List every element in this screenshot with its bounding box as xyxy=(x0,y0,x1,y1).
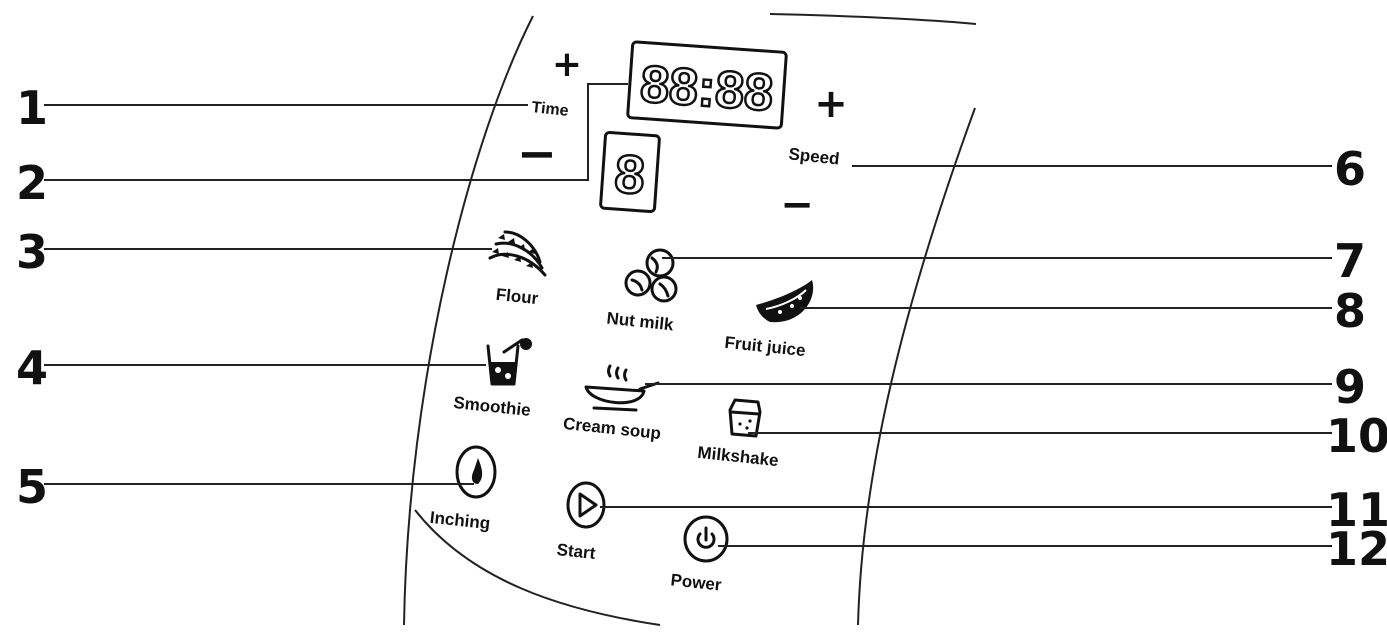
callout-2: 2 xyxy=(16,156,48,210)
speed-digit: 8 xyxy=(613,144,647,206)
fruit-juice-label: Fruit juice xyxy=(724,333,807,360)
nuts-icon xyxy=(624,248,678,303)
flour-label: Flour xyxy=(495,285,540,308)
smoothie-button[interactable]: Smoothie xyxy=(453,338,532,420)
callout-9: 9 xyxy=(1334,360,1366,414)
callout-1: 1 xyxy=(16,81,48,135)
fruit-juice-button[interactable]: Fruit juice xyxy=(724,280,814,360)
nut-milk-button[interactable]: Nut milk xyxy=(606,248,678,335)
inching-label: Inching xyxy=(429,508,491,533)
cream-soup-button[interactable]: Cream soup xyxy=(562,364,662,443)
panel-outline xyxy=(403,13,977,626)
callout-4: 4 xyxy=(16,341,48,395)
power-button[interactable]: Power xyxy=(670,515,729,595)
inching-button[interactable]: Inching xyxy=(429,445,497,533)
callout-8: 8 xyxy=(1334,284,1366,338)
start-label: Start xyxy=(556,540,597,563)
start-button[interactable]: Start xyxy=(556,481,606,563)
flour-button[interactable]: Flour xyxy=(488,230,547,308)
time-minus-button[interactable]: − xyxy=(517,126,557,182)
milkshake-button[interactable]: Milkshake xyxy=(697,398,780,470)
callout-12: 12 xyxy=(1326,522,1387,576)
callout-5: 5 xyxy=(16,460,48,514)
speed-digit-display: 8 xyxy=(599,130,661,214)
callout-numbers: 1 2 3 4 5 6 7 8 9 10 11 12 xyxy=(16,81,1387,576)
callout-6: 6 xyxy=(1334,142,1366,196)
callout-10: 10 xyxy=(1326,409,1387,463)
soup-bowl-icon xyxy=(584,364,660,412)
time-plus-button[interactable]: + xyxy=(552,44,582,85)
drop-icon xyxy=(471,458,483,484)
milkshake-label: Milkshake xyxy=(697,443,780,470)
speed-plus-button[interactable]: + xyxy=(814,81,848,127)
smoothie-label: Smoothie xyxy=(453,393,532,420)
milkshake-cup-icon xyxy=(728,398,762,438)
clock-display: 88:88 xyxy=(626,40,788,130)
leader-2 xyxy=(44,83,628,181)
play-icon xyxy=(578,492,598,518)
cream-soup-label: Cream soup xyxy=(562,414,662,443)
clock-digits: 88:88 xyxy=(638,55,775,122)
leader-lines xyxy=(44,83,1332,547)
nut-milk-label: Nut milk xyxy=(606,309,675,335)
power-label: Power xyxy=(670,570,723,594)
callout-11: 11 xyxy=(1326,483,1387,537)
speed-label: Speed xyxy=(788,144,841,168)
time-label: Time xyxy=(531,99,570,120)
callout-7: 7 xyxy=(1334,234,1366,288)
wheat-icon xyxy=(488,230,547,277)
smoothie-glass-icon xyxy=(486,338,532,386)
watermelon-slice-icon xyxy=(756,280,814,323)
callout-3: 3 xyxy=(16,225,48,279)
power-icon xyxy=(696,526,716,549)
speed-minus-button[interactable]: − xyxy=(780,182,814,228)
